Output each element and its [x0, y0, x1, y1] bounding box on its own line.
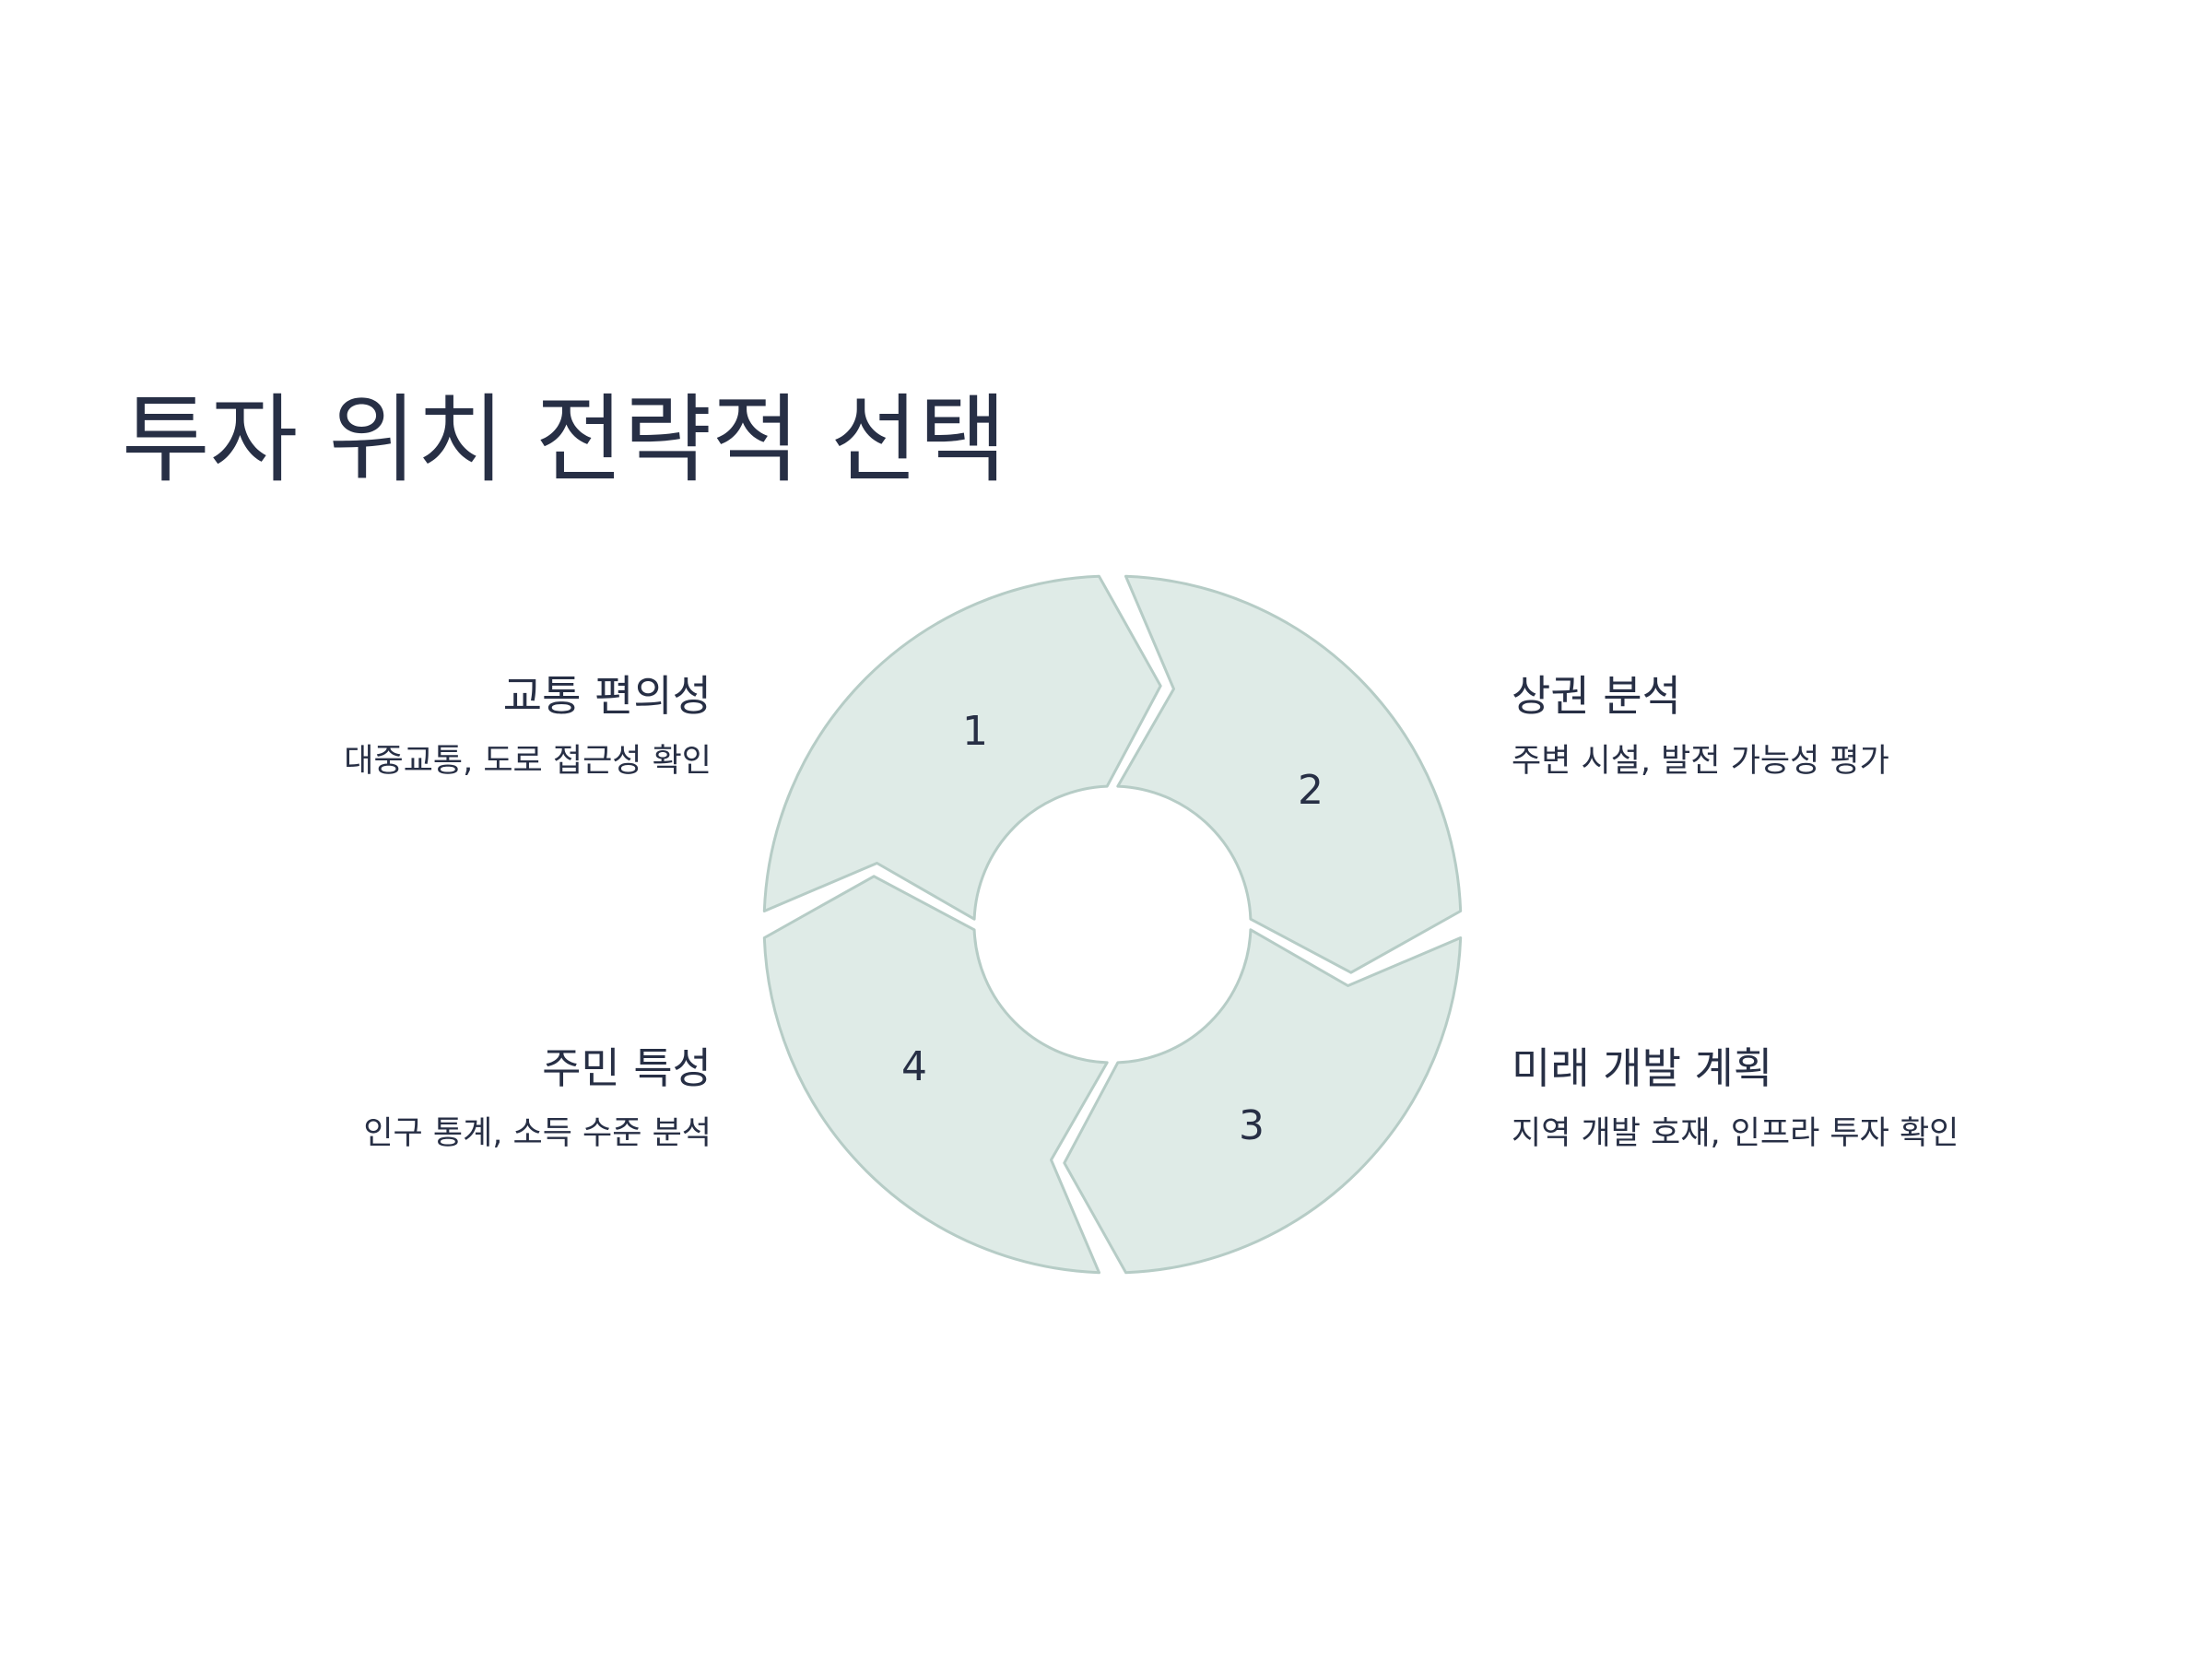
segment-future-development: [1063, 928, 1463, 1275]
segment-residents: [762, 875, 1109, 1275]
cycle-numbers: 1 2 3 4: [901, 708, 1324, 1149]
segment-number-2: 2: [1298, 767, 1324, 814]
segment-commercial: [1116, 574, 1463, 974]
segment-number-3: 3: [1239, 1102, 1265, 1149]
label-desc-transport: 대중교통, 도로 접근성 확인: [344, 743, 712, 781]
segment-number-1: 1: [962, 708, 988, 755]
slide-title: 투자 위치 전략적 선택: [122, 383, 1007, 496]
label-title-future-development: 미래 개발 계획: [1512, 1043, 1773, 1093]
segment-transport: [762, 574, 1162, 921]
label-title-residents: 주민 특성: [542, 1043, 712, 1093]
label-desc-commercial: 주변 시설, 발전 가능성 평가: [1512, 743, 1889, 781]
label-residents: 주민 특성 인구 통계, 소득 수준 분석: [0, 1043, 712, 1153]
label-desc-future-development: 지역 개발 호재, 인프라 투자 확인: [1512, 1115, 1959, 1153]
label-transport: 교통 편의성 대중교통, 도로 접근성 확인: [0, 671, 712, 781]
label-desc-residents: 인구 통계, 소득 수준 분석: [363, 1115, 712, 1153]
segment-number-4: 4: [901, 1043, 927, 1090]
label-title-commercial: 상권 분석: [1512, 671, 1681, 721]
label-title-transport: 교통 편의성: [502, 671, 712, 721]
cycle-segments: [762, 574, 1463, 1275]
label-future-development: 미래 개발 계획 지역 개발 호재, 인프라 투자 확인: [1512, 1043, 2212, 1153]
label-commercial: 상권 분석 주변 시설, 발전 가능성 평가: [1512, 671, 2212, 781]
